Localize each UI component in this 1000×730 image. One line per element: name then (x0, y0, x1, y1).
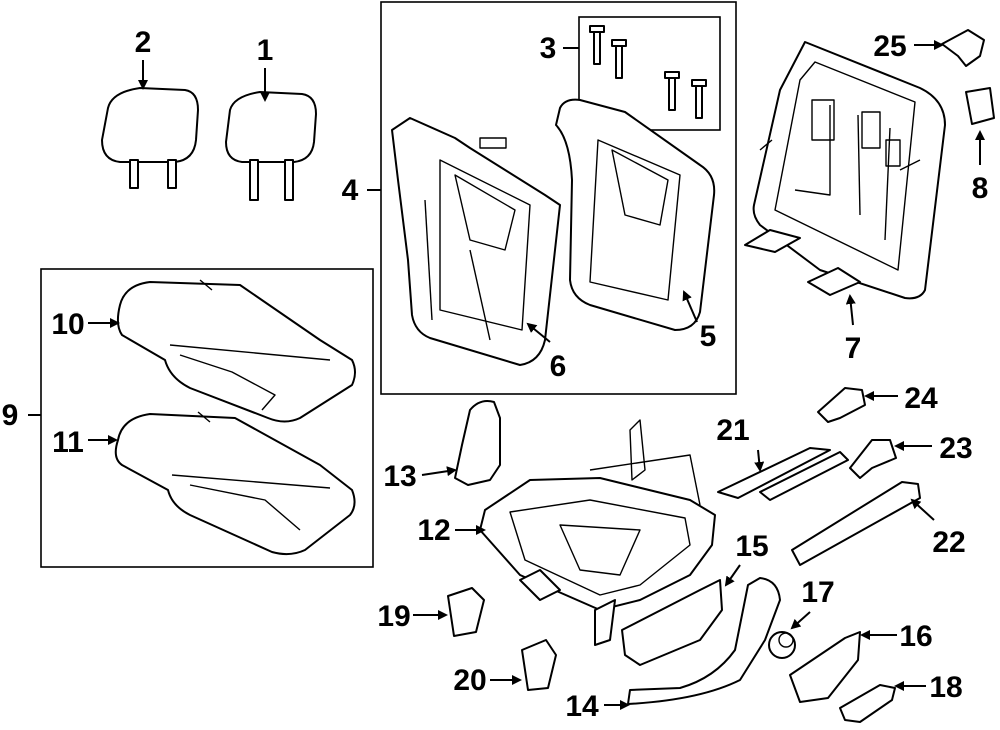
callout-20: 20 (453, 664, 486, 697)
callout-9: 9 (2, 399, 19, 432)
knob-part-17 (768, 631, 796, 659)
callout-23: 23 (939, 432, 972, 465)
seatback-part-5 (555, 98, 716, 331)
clip-part-8 (965, 87, 995, 125)
seatback-group-box (380, 1, 737, 395)
leader-arrow (754, 449, 765, 472)
cushion-part-11 (114, 411, 356, 556)
clip-part-19 (447, 587, 485, 637)
leader-arrow (526, 322, 551, 343)
bolt-set-part-3 (589, 25, 707, 119)
cover-part-16 (789, 631, 861, 703)
callout-21: 21 (716, 414, 749, 447)
callout-2: 2 (135, 26, 152, 59)
callout-8: 8 (972, 172, 989, 205)
clip-part-20 (521, 639, 557, 691)
seatback-part-6 (391, 117, 561, 366)
headrest-part-1 (225, 91, 317, 201)
callout-25: 25 (873, 30, 906, 63)
seat-frame-part-12 (479, 419, 716, 646)
handle-part-18 (839, 684, 896, 723)
seatback-frame-part-7 (744, 41, 946, 300)
callout-1: 1 (257, 34, 274, 67)
callout-5: 5 (700, 320, 717, 353)
callout-19: 19 (377, 600, 410, 633)
callout-13: 13 (383, 460, 416, 493)
leader-arrow (421, 466, 457, 477)
rail-part-21 (717, 447, 849, 501)
callout-3: 3 (540, 32, 557, 65)
callout-17: 17 (801, 576, 834, 609)
rail-part-22 (791, 481, 921, 566)
cushion-part-10 (116, 279, 356, 423)
callout-11: 11 (52, 426, 84, 459)
bracket-part-23 (849, 439, 897, 479)
callout-10: 10 (51, 308, 84, 341)
leader-arrow (845, 294, 856, 326)
callout-24: 24 (904, 382, 938, 415)
leader-arrow (682, 290, 698, 323)
headrest-part-2 (101, 87, 199, 189)
callout-14: 14 (565, 690, 599, 723)
callout-12: 12 (417, 514, 450, 547)
cushion-group-box (40, 268, 374, 568)
callout-4: 4 (342, 174, 359, 207)
bracket-part-13 (454, 400, 501, 486)
callout-22: 22 (932, 526, 965, 559)
leader-arrow (910, 498, 935, 521)
callout-7: 7 (845, 332, 862, 365)
callout-16: 16 (899, 620, 932, 653)
callout-6: 6 (550, 350, 567, 383)
leader-arrow (724, 564, 741, 587)
trim-part-14 (627, 577, 781, 705)
clip-part-25 (941, 29, 985, 67)
callout-18: 18 (929, 671, 962, 704)
bracket-part-24 (817, 387, 866, 423)
panel-part-15 (621, 579, 723, 666)
callout-15: 15 (735, 530, 768, 563)
leader-arrow (790, 611, 811, 630)
